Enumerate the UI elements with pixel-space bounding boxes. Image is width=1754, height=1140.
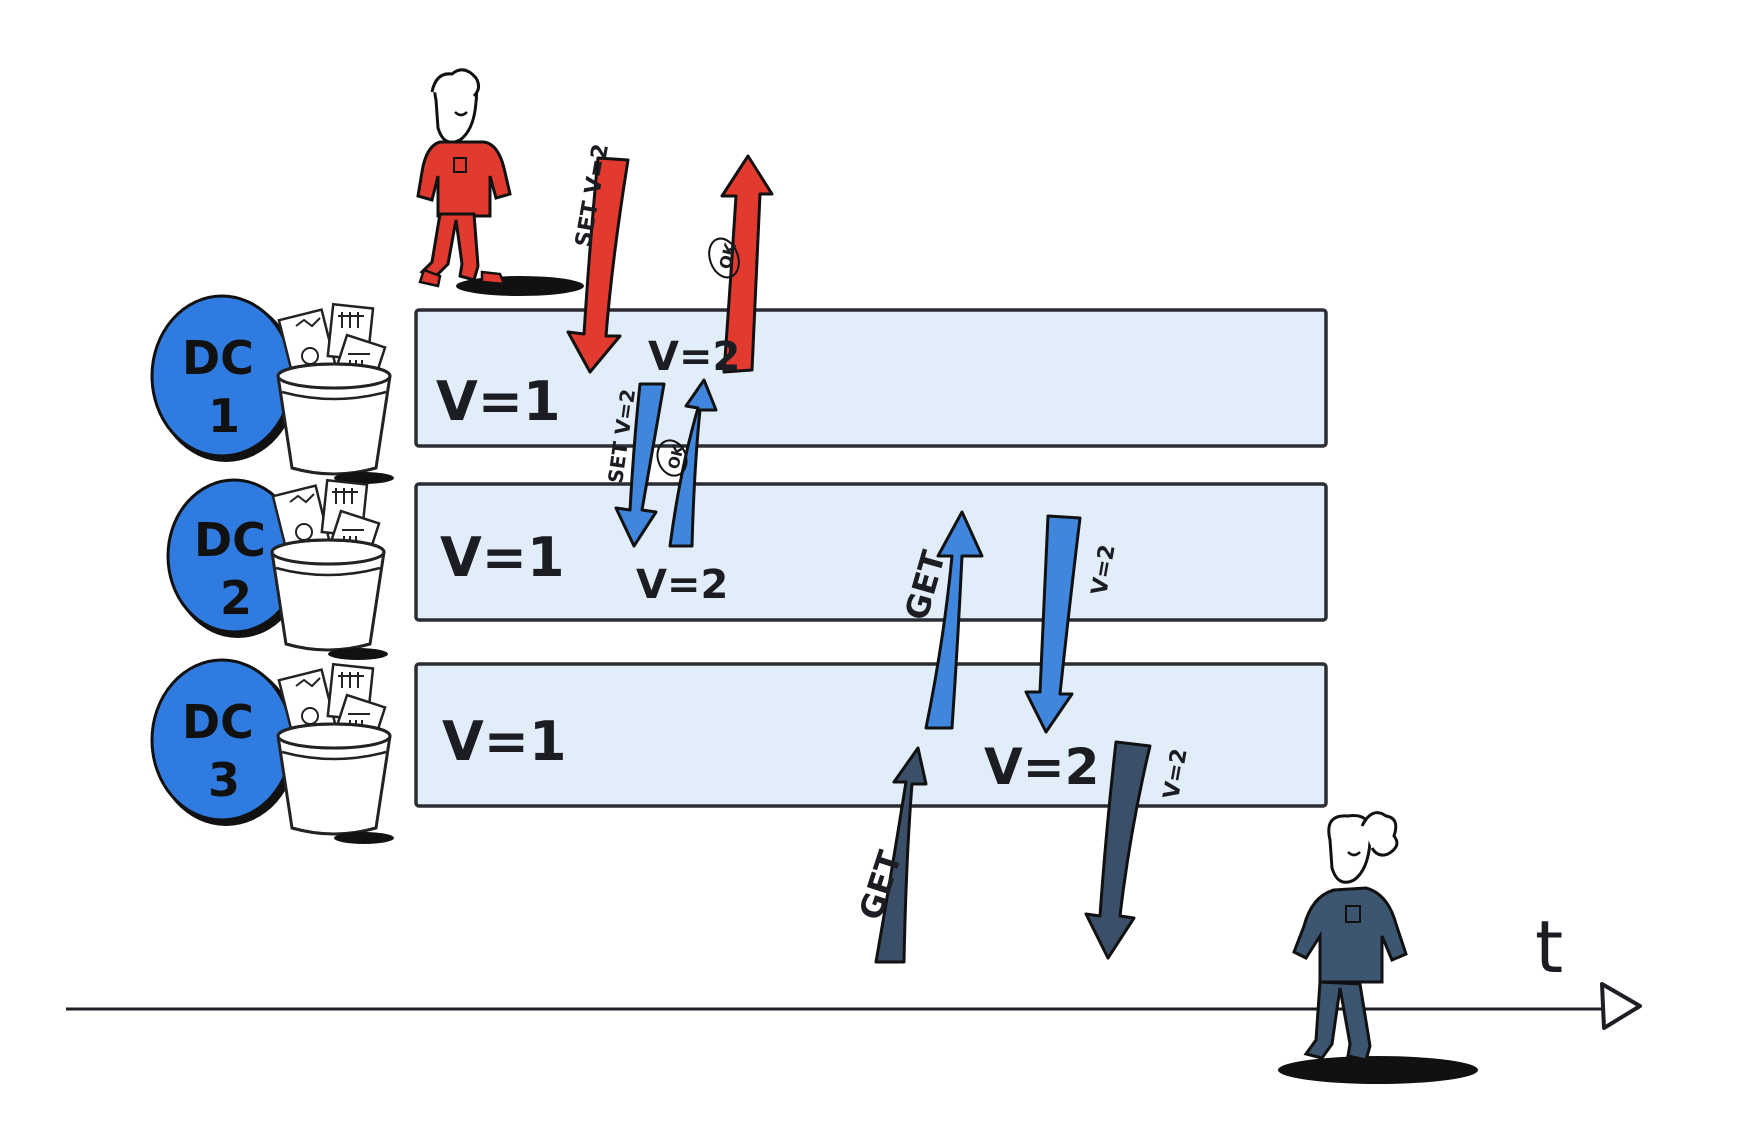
- dc2-bucket-icon: [270, 478, 390, 662]
- set-replication-arrow-dc2: [614, 382, 666, 548]
- dc3-lane-value: V=1: [442, 710, 567, 773]
- arrows: [566, 154, 1152, 964]
- dc3-number: 3: [208, 753, 240, 807]
- dc1-number: 1: [208, 389, 240, 443]
- reader-person-icon: [1278, 811, 1478, 1084]
- writer-person-icon: [416, 68, 584, 296]
- get-replication-arrow-dc2: [924, 510, 984, 730]
- dc3-lane: [414, 662, 1328, 808]
- time-axis: t: [66, 905, 1642, 1030]
- time-axis-label: t: [1535, 905, 1563, 989]
- dc1-label: DC: [182, 331, 254, 385]
- ok-response-arrow-dc1: [720, 154, 774, 374]
- dc1-bucket-icon: [276, 302, 396, 486]
- dc3-new-value: V=2: [984, 738, 1099, 796]
- get-request-arrow-dc3: [874, 746, 928, 964]
- dc3-label: DC: [182, 695, 254, 749]
- dc2-label: DC: [194, 513, 266, 567]
- value-response-arrow-reader: [1084, 740, 1152, 960]
- time-axis-arrowhead: [1600, 982, 1642, 1030]
- datacenter-dc3: DC 3: [150, 658, 396, 846]
- dc2-number: 2: [220, 571, 252, 625]
- dc2-new-value: V=2: [636, 562, 728, 608]
- datacenter-dc2: DC 2: [166, 478, 390, 662]
- datacenter-dc1: DC 1: [150, 294, 396, 486]
- dc2-lane-value: V=1: [440, 526, 565, 589]
- set-request-arrow-dc1: [566, 156, 630, 374]
- dc3-bucket-icon: [276, 662, 396, 846]
- value-replication-arrow-dc3: [1024, 514, 1082, 734]
- ok-circle-dc1: [708, 237, 740, 279]
- ok-circle-dc2: [656, 439, 688, 477]
- ok-replication-arrow-dc1: [668, 378, 718, 548]
- dc1-lane-value: V=1: [436, 370, 561, 433]
- ok-label-dc2: OK: [664, 442, 688, 471]
- dc1-new-value: V=2: [648, 334, 740, 380]
- lanes: V=1 V=1 V=1: [414, 308, 1328, 808]
